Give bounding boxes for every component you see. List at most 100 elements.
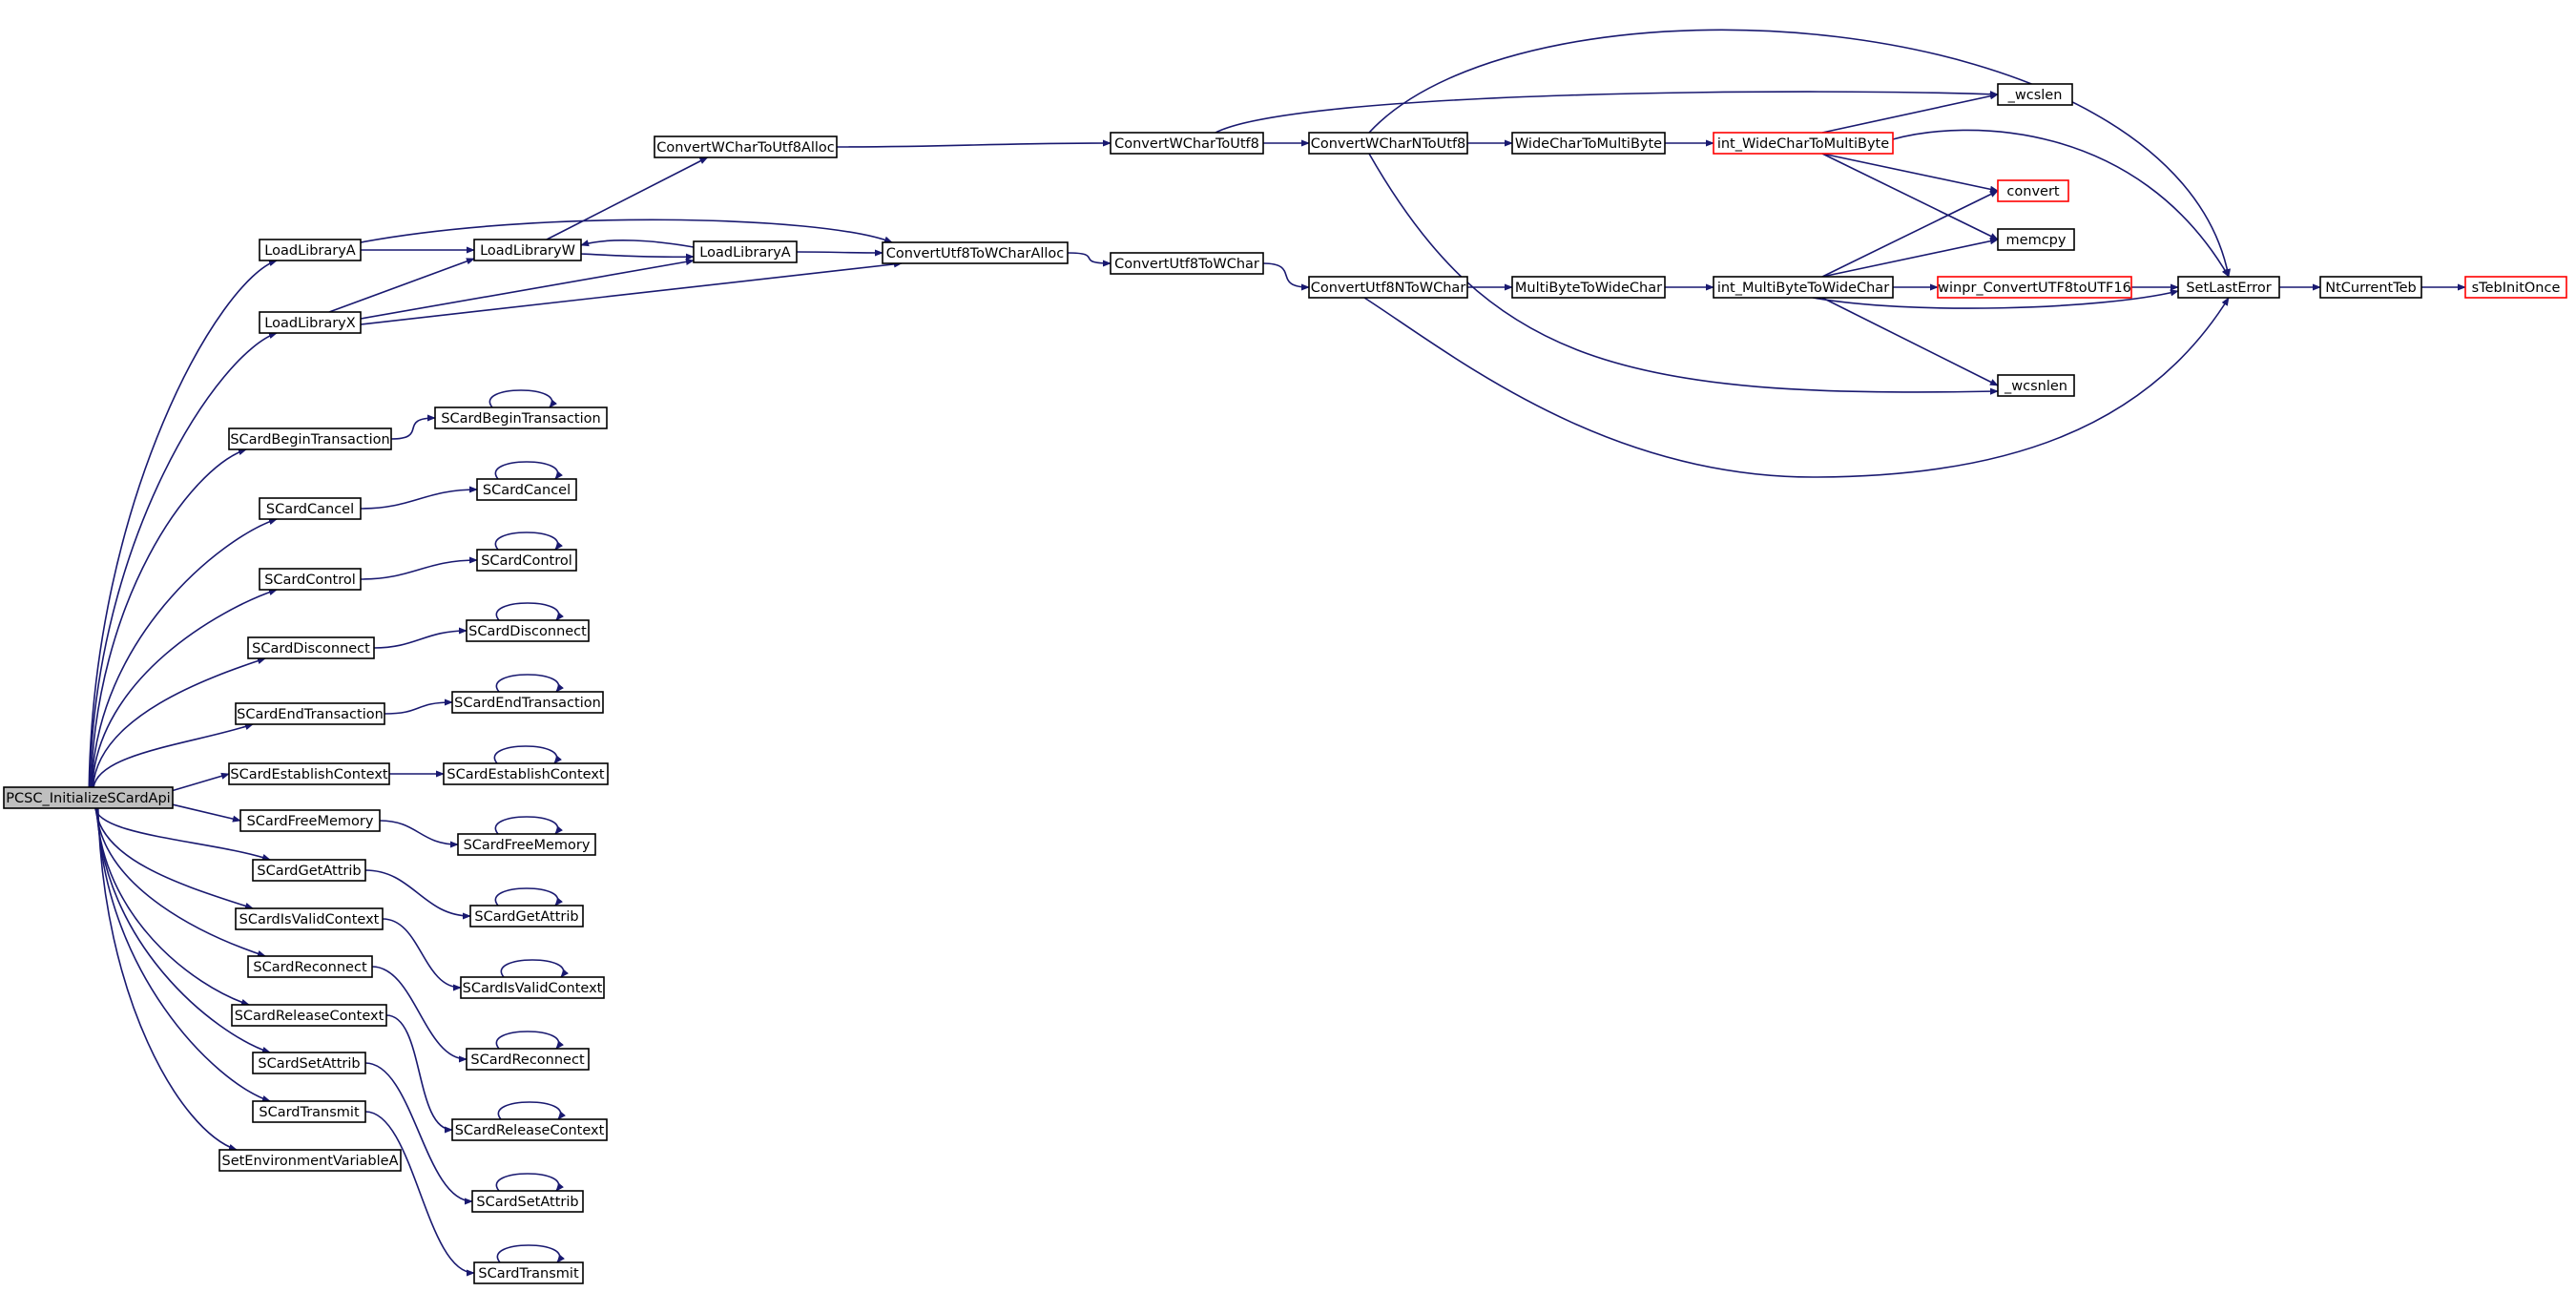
- node-ntcurrentteb[interactable]: NtCurrentTeb: [2319, 276, 2422, 299]
- node-label: SCardBeginTransaction: [441, 411, 600, 427]
- node-box: [1308, 132, 1468, 155]
- node-label: SCardEndTransaction: [454, 696, 601, 711]
- edge-pcsc-initializescardapi-to-scardendtransaction-1: [93, 723, 254, 788]
- node-scarddisconnect-2[interactable]: SCardDisconnect: [466, 619, 590, 642]
- node-label: ConvertWCharToUtf8: [1114, 136, 1259, 152]
- node-pcsc-initializescardapi[interactable]: PCSC_InitializeSCardApi: [3, 786, 174, 809]
- node-label: SCardFreeMemory: [464, 838, 591, 853]
- node-loadlibrarya-2[interactable]: LoadLibraryA: [693, 240, 798, 263]
- node-box: [1511, 276, 1666, 299]
- node-scardreleasecontext-2[interactable]: SCardReleaseContext: [451, 1118, 608, 1141]
- node-multibytetowidechar[interactable]: MultiByteToWideChar: [1511, 276, 1666, 299]
- node-scardgetattrib-2[interactable]: SCardGetAttrib: [469, 905, 584, 927]
- node-convertutf8towcharalloc[interactable]: ConvertUtf8ToWCharAlloc: [882, 241, 1069, 264]
- node-scardisvalidcontext-2[interactable]: SCardIsValidContext: [460, 976, 605, 999]
- node-convertwcharntoutf8[interactable]: ConvertWCharNToUtf8: [1308, 132, 1468, 155]
- node-scardendtransaction-1[interactable]: SCardEndTransaction: [235, 702, 385, 725]
- node-int-widechartomultibyte[interactable]: int_WideCharToMultiByte: [1713, 132, 1894, 155]
- node-scardcontrol-2[interactable]: SCardControl: [476, 549, 577, 572]
- node-label: SCardFreeMemory: [247, 814, 374, 829]
- node-box: [466, 1048, 590, 1071]
- node-widechartomultibyte[interactable]: WideCharToMultiByte: [1511, 132, 1666, 155]
- edge-scarddisconnect-2-to-scarddisconnect-2: [495, 602, 564, 621]
- node-setenvironmentvariablea[interactable]: SetEnvironmentVariableA: [218, 1149, 402, 1172]
- node-label: SCardCancel: [266, 502, 354, 517]
- node-scarddisconnect-1[interactable]: SCardDisconnect: [247, 636, 375, 659]
- node-label: sTebInitOnce: [2472, 281, 2561, 296]
- edge-pcsc-initializescardapi-to-loadlibrarya-1: [88, 260, 278, 788]
- node-label: SCardDisconnect: [468, 624, 587, 639]
- edge-scardsetattrib-1-to-scardsetattrib-2: [364, 1062, 473, 1205]
- node-scardcancel-1[interactable]: SCardCancel: [259, 497, 362, 520]
- node-box: [235, 907, 384, 930]
- edge-int-widechartomultibyte-to-setlasterror: [1892, 129, 2230, 278]
- node-scardtransmit-2[interactable]: SCardTransmit: [473, 1261, 584, 1284]
- node-int-multibytetowidechar[interactable]: int_MultiByteToWideChar: [1713, 276, 1894, 299]
- node-loadlibrarya-1[interactable]: LoadLibraryA: [259, 239, 362, 261]
- edge-pcsc-initializescardapi-to-scardestablishcontext-1: [172, 772, 230, 792]
- edge-loadlibrarya-2-to-loadlibraryw: [580, 240, 695, 248]
- node-scardreconnect-1[interactable]: SCardReconnect: [247, 955, 373, 978]
- node-convert[interactable]: convert: [1997, 179, 2069, 202]
- node-scardtransmit-1[interactable]: SCardTransmit: [252, 1100, 366, 1123]
- node-label: SCardControl: [481, 553, 572, 569]
- node-scardestablishcontext-2[interactable]: SCardEstablishContext: [443, 762, 609, 785]
- node-scardgetattrib-1[interactable]: SCardGetAttrib: [252, 859, 366, 882]
- edge-scardfreememory-2-to-scardfreememory-2: [494, 816, 563, 835]
- node-stebinitonce[interactable]: sTebInitOnce: [2464, 276, 2567, 299]
- node-label: SCardTransmit: [259, 1105, 360, 1120]
- node-scardendtransaction-2[interactable]: SCardEndTransaction: [451, 691, 604, 714]
- edge-scardbegintransaction-1-to-scardbegintransaction-2: [390, 414, 436, 440]
- node-loadlibraryw[interactable]: LoadLibraryW: [473, 239, 582, 261]
- edge-scardcancel-2-to-scardcancel-2: [494, 461, 563, 480]
- edge-scardendtransaction-1-to-scardendtransaction-2: [384, 698, 453, 715]
- node-memcpy[interactable]: memcpy: [1997, 228, 2075, 251]
- edge-scardestablishcontext-2-to-scardestablishcontext-2: [493, 745, 562, 764]
- node-convertutf8towchar[interactable]: ConvertUtf8ToWChar: [1110, 252, 1264, 275]
- node-box: [693, 240, 798, 263]
- node-scardcontrol-1[interactable]: SCardControl: [259, 568, 362, 591]
- node-scardfreememory-2[interactable]: SCardFreeMemory: [457, 833, 596, 856]
- edge-loadlibraryx-to-loadlibraryw: [328, 258, 475, 313]
- edge-pcsc-initializescardapi-to-scardcancel-1: [91, 518, 278, 788]
- node-label: SCardDisconnect: [252, 641, 370, 656]
- node-label: int_MultiByteToWideChar: [1717, 281, 1889, 296]
- node-convertwchartoutf8[interactable]: ConvertWCharToUtf8: [1110, 132, 1264, 155]
- node-label: SCardCancel: [483, 483, 571, 498]
- edge-scardcontrol-1-to-scardcontrol-2: [360, 556, 478, 580]
- node-scardreconnect-2[interactable]: SCardReconnect: [466, 1048, 590, 1071]
- node-label: NtCurrentTeb: [2325, 281, 2417, 296]
- node-scardsetattrib-1[interactable]: SCardSetAttrib: [252, 1052, 366, 1074]
- edge-pcsc-initializescardapi-to-scardreconnect-1: [94, 807, 266, 957]
- node-label: ConvertWCharNToUtf8: [1311, 136, 1466, 152]
- node-scardsetattrib-2[interactable]: SCardSetAttrib: [471, 1190, 584, 1213]
- node-box: [473, 239, 582, 261]
- node-convertutf8ntowchar[interactable]: ConvertUtf8NToWChar: [1308, 276, 1468, 299]
- node--wcslen[interactable]: _wcslen: [1997, 83, 2073, 106]
- edge-int-multibytetowidechar-to-memcpy: [1821, 238, 1999, 278]
- edge-int-multibytetowidechar-to--wcsnlen: [1821, 297, 1999, 386]
- node-scardbegintransaction-2[interactable]: SCardBeginTransaction: [434, 406, 608, 429]
- node-loadlibraryx[interactable]: LoadLibraryX: [259, 311, 362, 334]
- node-scardreleasecontext-1[interactable]: SCardReleaseContext: [231, 1004, 387, 1027]
- edge-pcsc-initializescardapi-to-scardcontrol-1: [91, 589, 278, 788]
- node-label: convert: [2006, 184, 2059, 199]
- node-setlasterror[interactable]: SetLastError: [2177, 276, 2280, 299]
- edge-pcsc-initializescardapi-to-setenvironmentvariablea: [97, 807, 238, 1151]
- node-scardestablishcontext-1[interactable]: SCardEstablishContext: [228, 762, 390, 785]
- node-winpr-convertutf8toutf16[interactable]: winpr_ConvertUTF8toUTF16: [1937, 276, 2132, 299]
- node-box: [1713, 132, 1894, 155]
- node-label: SCardControl: [264, 573, 356, 588]
- node-scardbegintransaction-1[interactable]: SCardBeginTransaction: [228, 427, 392, 450]
- node-label: SCardSetAttrib: [258, 1056, 360, 1072]
- node-scardisvalidcontext-1[interactable]: SCardIsValidContext: [235, 907, 384, 930]
- node-scardcancel-2[interactable]: SCardCancel: [476, 478, 577, 501]
- node-label: SCardGetAttrib: [474, 909, 578, 925]
- node-label: SCardReconnect: [253, 960, 367, 975]
- edge-scardreconnect-2-to-scardreconnect-2: [495, 1031, 564, 1050]
- node-convertwchartoutf8alloc[interactable]: ConvertWCharToUtf8Alloc: [654, 135, 838, 158]
- node--wcsnlen[interactable]: _wcsnlen: [1997, 374, 2075, 397]
- edges-layer: [88, 29, 2466, 1277]
- node-scardfreememory-1[interactable]: SCardFreeMemory: [239, 809, 381, 832]
- node-box: [252, 859, 366, 882]
